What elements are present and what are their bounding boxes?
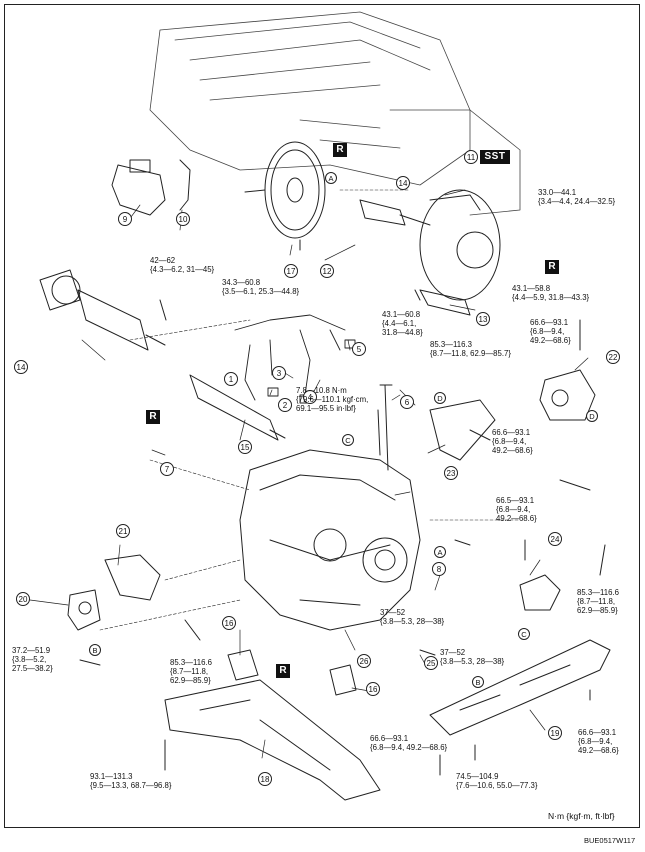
part-number-6: 6 — [400, 395, 414, 409]
part-number-17: 17 — [284, 264, 298, 278]
dipstick-shape — [377, 384, 393, 471]
part-number-24: 24 — [548, 532, 562, 546]
crossmember-18-shape — [164, 679, 381, 801]
part-number-7: 7 — [160, 462, 174, 476]
guide-lines — [99, 189, 521, 631]
starter-shape — [111, 159, 191, 216]
part-number-14: 14 — [396, 176, 410, 190]
engine-outline — [149, 11, 521, 216]
bracket-21-shape — [104, 554, 161, 601]
torque-85-left: 85.3—116.6 {8.7—11.8, 62.9—85.9} — [170, 658, 212, 685]
mount-20-shape — [67, 589, 101, 631]
reference-letter-c: C — [342, 434, 354, 446]
crossmember-19-shape — [429, 639, 611, 736]
sst-badge: SST — [480, 150, 510, 164]
part-number-19: 19 — [548, 726, 562, 740]
right-driveshaft-shape — [359, 199, 431, 226]
torque-42-62: 42—62 {4.3—6.2, 31—45} — [150, 256, 215, 274]
torque-85-right: 85.3—116.6 {8.7—11.8, 62.9—85.9} — [577, 588, 619, 615]
part-number-21: 21 — [116, 524, 130, 538]
torque-66-bottom: 66.6—93.1 {6.8—9.4, 49.2—68.6} — [370, 734, 448, 752]
reference-letter-a: A — [434, 546, 446, 558]
damper-16-shapes — [227, 649, 357, 696]
part-number-5: 5 — [352, 342, 366, 356]
torque-93: 93.1—131.3 {9.5—13.3, 68.7—96.8} — [90, 772, 172, 790]
unit-note: N·m {kgf·m, ft·lbf} — [548, 811, 615, 821]
torque-74: 74.5—104.9 {7.6—10.6, 55.0—77.3} — [456, 772, 538, 790]
part-number-23: 23 — [444, 466, 458, 480]
replace-badge: R — [146, 410, 160, 424]
reference-letter-a: A — [325, 172, 337, 184]
figure-code: BUE0517W117 — [584, 836, 636, 845]
torque-37-2: 37.2—51.9 {3.8—5.2, 27.5—38.2} — [12, 646, 53, 673]
part-number-13: 13 — [476, 312, 490, 326]
replace-badge: R — [276, 664, 290, 678]
left-driveshaft-shape — [39, 269, 166, 351]
reference-letter-d: D — [434, 392, 446, 404]
diagram-frame — [4, 4, 640, 828]
part-number-11: 11 — [464, 150, 478, 164]
part-number-22: 22 — [606, 350, 620, 364]
replace-badge: R — [333, 143, 347, 157]
part-number-4: 4 — [303, 390, 317, 404]
part-number-26: 26 — [357, 654, 371, 668]
part-number-25: 25 — [424, 656, 438, 670]
replace-badge: R — [545, 260, 559, 274]
bracket-23-shape — [429, 399, 496, 461]
part-number-16: 16 — [366, 682, 380, 696]
part-number-9: 9 — [118, 212, 132, 226]
part-number-10: 10 — [176, 212, 190, 226]
torque-37-52-b: 37—52 {3.8—5.3, 28—38} — [440, 648, 505, 666]
transaxle-shape — [239, 449, 421, 631]
torque-43-60: 43.1—60.8 {4.4—6.1, 31.8—44.8} — [382, 310, 423, 337]
mount-24-shape — [519, 574, 561, 611]
part-number-8: 8 — [432, 562, 446, 576]
torque-66-right: 66.5—93.1 {6.8—9.4, 49.2—68.6} — [496, 496, 537, 523]
mount-22-shape — [539, 369, 596, 421]
reference-letter-c: C — [518, 628, 530, 640]
part-number-20: 20 — [16, 592, 30, 606]
part-number-18: 18 — [258, 772, 272, 786]
joint-shaft-shape — [189, 374, 286, 441]
part-number-1: 1 — [224, 372, 238, 386]
part-number-16: 16 — [222, 616, 236, 630]
torque-33-44: 33.0—44.1 {3.4—4.4, 24.4—32.5} — [538, 188, 616, 206]
torque-7-8: 7.8—10.8 N·m {79.6—110.1 kgf·cm, 69.1—95… — [296, 386, 369, 413]
leader-lines — [29, 189, 589, 759]
part-number-3: 3 — [272, 366, 286, 380]
reference-letter-b: B — [472, 676, 484, 688]
bolt-shapes — [79, 239, 606, 776]
part-number-12: 12 — [320, 264, 334, 278]
torque-66-upper: 66.6—93.1 {6.8—9.4, 49.2—68.6} — [530, 318, 571, 345]
reference-letter-b: B — [89, 644, 101, 656]
torque-34-60: 34.3—60.8 {3.5—6.1, 25.3—44.8} — [222, 278, 300, 296]
torque-85-upper: 85.3—116.3 {8.7—11.8, 62.9—85.7} — [430, 340, 511, 358]
part-number-14: 14 — [14, 360, 28, 374]
torque-66-bottom-right: 66.6—93.1 {6.8—9.4, 49.2—68.6} — [578, 728, 619, 755]
knuckle-shape — [419, 189, 501, 316]
reference-letter-d: D — [586, 410, 598, 422]
torque-43-58: 43.1—58.8 {4.4—5.9, 31.8—43.3} — [512, 284, 590, 302]
torque-66-mid: 66.6—93.1 {6.8—9.4, 49.2—68.6} — [492, 428, 533, 455]
torque-37-52-a: 37—52 {3.8—5.3, 28—38} — [380, 608, 445, 626]
part-number-2: 2 — [278, 398, 292, 412]
flywheel-shape — [244, 141, 326, 239]
part-number-15: 15 — [238, 440, 252, 454]
